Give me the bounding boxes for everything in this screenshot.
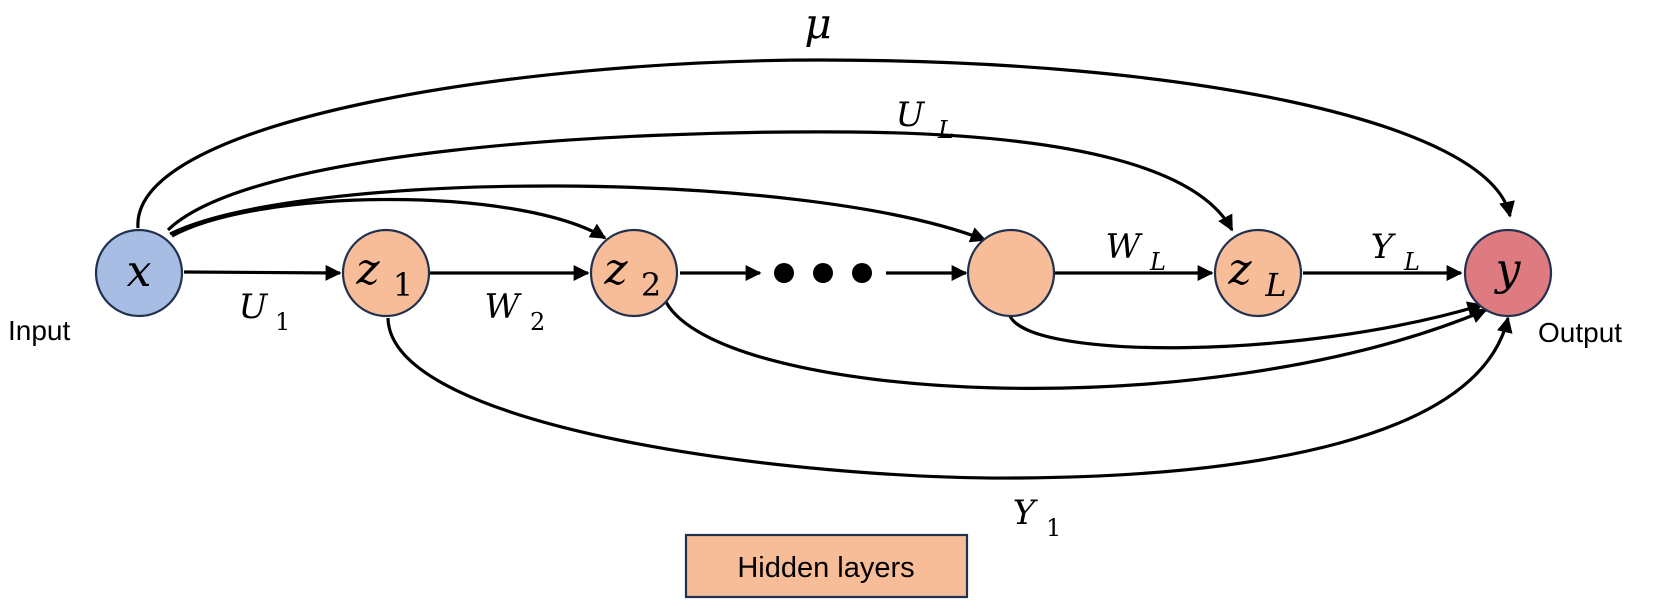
- edge-z2-to-y-skip: [664, 301, 1488, 390]
- node-z1-subscript: 1: [393, 266, 413, 304]
- legend: Hidden layers: [684, 533, 969, 599]
- label-WL: W: [1106, 227, 1144, 267]
- output-label: Output: [1538, 317, 1622, 348]
- node-zL-symbol: z: [1227, 244, 1252, 295]
- node-z1: z 1: [341, 228, 431, 318]
- edges: [136, 58, 1515, 480]
- edge-z1-to-y-Y1: [386, 316, 1513, 480]
- node-input: x: [94, 228, 184, 318]
- node-zL: z L: [1213, 228, 1303, 318]
- node-output-symbol: y: [1494, 244, 1522, 295]
- edge-h-to-y-skip: [1008, 301, 1484, 350]
- node-hidden-unlabeled: [966, 228, 1056, 318]
- label-U1-sub: 1: [275, 308, 290, 336]
- node-output: y: [1463, 228, 1553, 318]
- input-label: Input: [8, 315, 70, 346]
- label-Y1-sub: 1: [1046, 514, 1061, 542]
- node-zL-subscript: L: [1264, 266, 1286, 304]
- node-z2-symbol: z: [603, 244, 628, 295]
- label-YL: Y: [1371, 227, 1397, 267]
- edge-x-to-zL-UL: [166, 130, 1234, 232]
- label-U1: U: [239, 287, 269, 327]
- ellipsis-dots: [774, 263, 872, 283]
- node-z1-symbol: z: [355, 244, 380, 295]
- label-Y1: Y: [1013, 493, 1039, 533]
- node-input-symbol: x: [127, 246, 152, 297]
- node-z2: z 2: [589, 228, 679, 318]
- legend-label: Hidden layers: [737, 552, 914, 584]
- label-UL-sub: L: [937, 116, 954, 144]
- edge-x-to-h-skip: [169, 184, 987, 243]
- edge-x-to-y-mu: [136, 58, 1515, 229]
- label-mu: μ: [804, 0, 831, 48]
- label-UL: U: [896, 95, 926, 135]
- label-W2-sub: 2: [530, 308, 545, 336]
- edge-x-to-z2-skip: [171, 197, 607, 240]
- edge-labels: μ U L U 1 W 2 W L Y L Y 1: [239, 0, 1420, 542]
- label-YL-sub: L: [1403, 248, 1420, 276]
- legend-swatch: [684, 533, 969, 599]
- node-z2-subscript: 2: [641, 266, 661, 304]
- edge-x-to-z1-U1: [183, 264, 342, 281]
- label-W2: W: [485, 287, 523, 327]
- label-WL-sub: L: [1149, 248, 1166, 276]
